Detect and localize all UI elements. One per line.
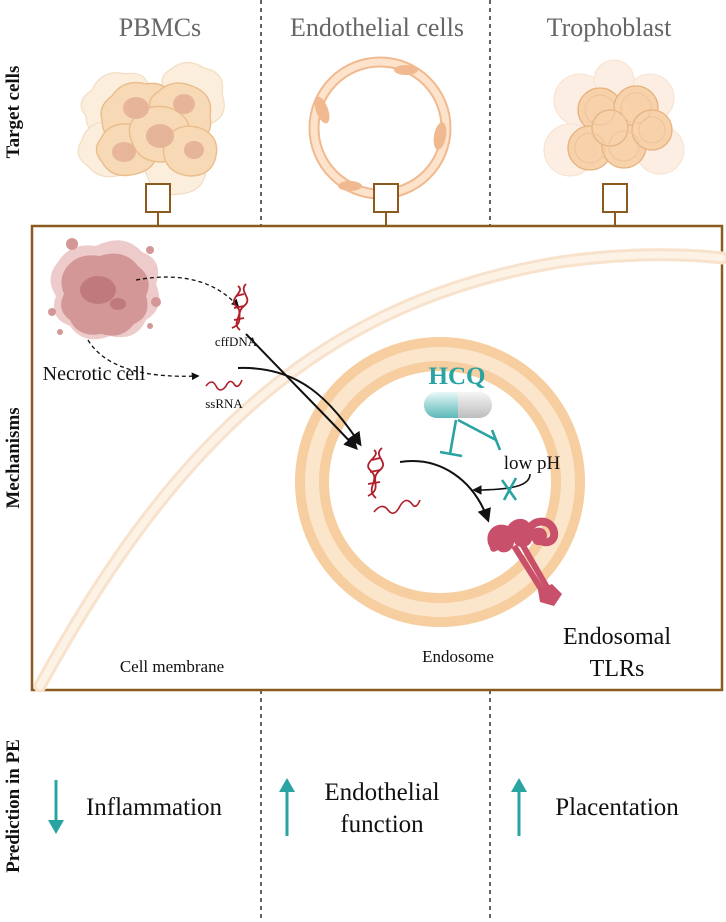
cffdna-strand [231, 283, 249, 331]
arrow-down-icon [48, 780, 64, 834]
necrotic-cell [48, 238, 161, 340]
hcq-inhibition-lines [439, 418, 502, 458]
low-ph-arrow [472, 473, 531, 495]
trophoblast-cell-cluster [543, 59, 685, 177]
ssrna-strand [205, 379, 243, 391]
row-label-mechanisms: Mechanisms [3, 407, 24, 508]
endosomal-tlrs-label-line1: Endosomal [563, 624, 671, 650]
arrow-up-icon [279, 778, 295, 836]
dashed-arrow-to-cffdna [135, 276, 240, 308]
arrow-to-tlr [399, 460, 491, 523]
prediction-inflammation: Inflammation [86, 794, 223, 821]
prediction-endothelial-line1: Endothelial [324, 779, 439, 806]
endosomal-tlrs-label-line2: TLRs [590, 656, 645, 682]
zoom-connectors [145, 183, 628, 226]
necrotic-cell-label: Necrotic cell [43, 363, 146, 385]
endosome-cffdna [367, 447, 385, 499]
low-ph-label: low pH [504, 453, 561, 474]
hcq-label: HCQ [429, 363, 486, 390]
prediction-placentation: Placentation [555, 794, 679, 821]
hcq-pill [424, 392, 492, 418]
column-header-endothelial: Endothelial cells [290, 13, 464, 42]
dashed-arrow-to-ssrna [87, 339, 200, 381]
prediction-endothelial-line2: function [340, 811, 424, 838]
cell-membrane [33, 248, 726, 693]
column-separators [260, 0, 491, 922]
pbmc-cell-cluster [77, 61, 225, 196]
row-label-target-cells: Target cells [3, 66, 24, 159]
endosome-ssrna [373, 499, 421, 514]
low-ph-blocked-icon [500, 477, 518, 501]
endosomal-tlr-receptor [487, 517, 562, 606]
endothelial-vessel-ring [308, 56, 452, 200]
cffdna-label: cffDNA [215, 334, 258, 349]
arrow-cffdna-to-endosome [245, 333, 358, 451]
endosome [295, 337, 585, 627]
row-label-prediction: Prediction in PE [3, 739, 24, 873]
column-header-pbmcs: PBMCs [119, 13, 201, 42]
endosome-label: Endosome [422, 647, 494, 666]
ssrna-label: ssRNA [205, 396, 243, 411]
arrow-ssrna-to-endosome [237, 366, 362, 447]
column-header-trophoblast: Trophoblast [547, 13, 673, 42]
cell-membrane-label: Cell membrane [120, 657, 224, 676]
arrow-up-icon [511, 778, 527, 836]
